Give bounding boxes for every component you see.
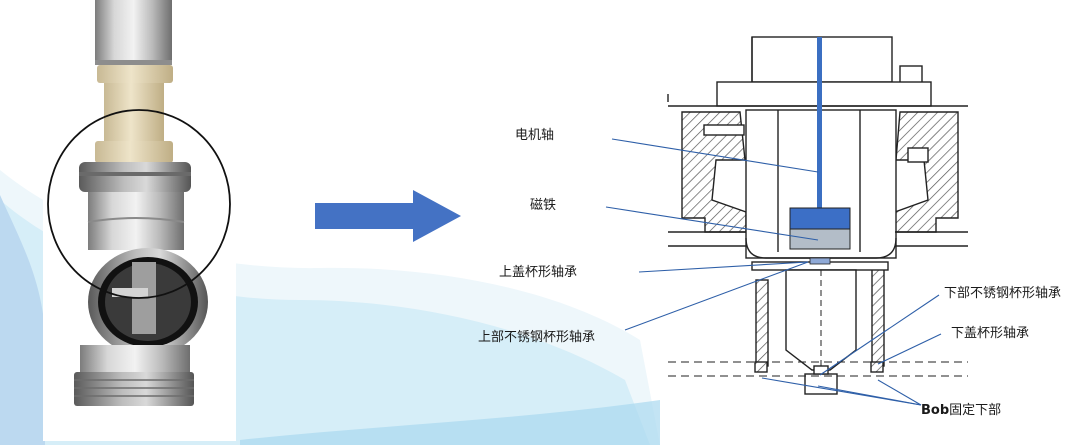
upper-cup-bearing-mark <box>809 257 831 265</box>
label-upper-cover-cup-bearing: 上盖杯形轴承 <box>499 265 578 280</box>
motor-shaft <box>817 37 822 209</box>
magnify-circle-icon <box>47 109 231 299</box>
label-bob-suffix: 固定下部 <box>949 403 1002 418</box>
label-bob-prefix: Bob <box>921 403 950 418</box>
label-motor-shaft: 电机轴 <box>515 128 555 143</box>
sensor-photo <box>74 0 208 406</box>
magnet-lower <box>789 228 851 250</box>
label-upper-ss-cup-bearing: 上部不锈钢杯形轴承 <box>478 330 596 345</box>
label-magnet: 磁铁 <box>530 198 557 213</box>
leader-lines <box>605 138 942 406</box>
label-lower-ss-cup-bearing: 下部不锈钢杯形轴承 <box>944 286 1062 301</box>
right-arrow-icon <box>315 190 461 242</box>
label-bob-fixed-lower: Bob固定下部 <box>921 403 1001 419</box>
magnet-upper <box>789 207 851 230</box>
label-lower-cover-cup-bearing: 下盖杯形轴承 <box>951 326 1030 341</box>
